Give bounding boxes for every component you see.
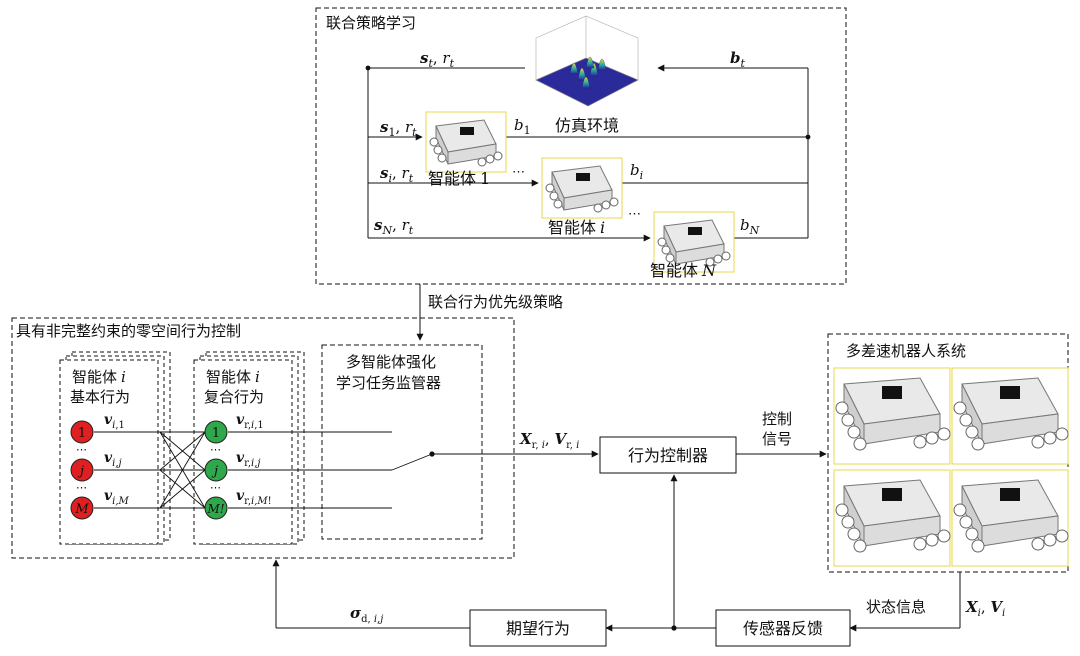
environment-label: 仿真环境 xyxy=(555,116,619,135)
robot-3 xyxy=(833,469,951,567)
policy-label: 联合行为优先级策略 xyxy=(428,293,563,311)
composite-title-2: 复合行为 xyxy=(204,388,264,406)
state-reward-top: st, rt xyxy=(420,49,455,70)
basic-node-M xyxy=(70,496,94,520)
state-reward-N: sN, rt xyxy=(374,216,414,237)
agent-1-robot xyxy=(425,111,507,173)
joint-learning-title: 联合策略学习 xyxy=(326,14,416,32)
supervisor-label-2: 学习任务监管器 xyxy=(336,374,441,392)
state-reward-i: si, rt xyxy=(380,164,414,185)
control-signal-1: 控制 xyxy=(762,410,792,428)
desired-behavior-box xyxy=(469,609,607,647)
svg-text:1: 1 xyxy=(78,426,86,441)
svg-text:⋯: ⋯ xyxy=(76,443,87,456)
behavior-connections xyxy=(94,431,433,509)
basic-node-1 xyxy=(70,420,94,444)
ellipsis-2: ⋯ xyxy=(628,207,641,222)
supervisor-label-1: 多智能体强化 xyxy=(346,353,436,371)
nullspace-box xyxy=(11,317,515,559)
svg-text:j: j xyxy=(211,464,218,479)
v-composite-M: vr,i,M! xyxy=(236,488,272,507)
robot-2 xyxy=(951,367,1069,465)
joint-learning-box xyxy=(315,7,847,285)
v-composite-j: vr,i,j xyxy=(236,450,261,469)
v-composite-1: vr,i,1 xyxy=(236,412,264,431)
desired-behavior-label: 期望行为 xyxy=(506,619,570,638)
b-1: b1 xyxy=(514,116,531,137)
control-signal-2: 信号 xyxy=(762,430,792,448)
robot-1 xyxy=(833,367,951,465)
svg-text:⋯: ⋯ xyxy=(210,481,221,494)
joint-action-b: bt xyxy=(730,49,746,70)
basic-title-2: 基本行为 xyxy=(70,388,130,406)
xi-vi-label: Xi, Vi xyxy=(965,598,1005,619)
robot-system-box xyxy=(827,333,1069,573)
composite-node-j xyxy=(204,458,228,482)
composite-node-M xyxy=(204,496,228,520)
behavior-controller-label: 行为控制器 xyxy=(628,446,708,465)
robot-4 xyxy=(951,469,1069,567)
v-basic-M: vi,M xyxy=(104,488,130,507)
behavior-controller-box xyxy=(599,436,737,474)
svg-text:1: 1 xyxy=(212,426,220,441)
composite-node-1 xyxy=(204,420,228,444)
b-i: bi xyxy=(630,161,643,182)
svg-text:j: j xyxy=(77,464,84,479)
svg-text:M!: M! xyxy=(206,502,224,516)
supervisor-box xyxy=(321,344,483,540)
svg-text:M: M xyxy=(74,502,89,517)
svg-text:⋯: ⋯ xyxy=(76,481,87,494)
agent-i-robot xyxy=(541,157,623,219)
robot-system-title: 多差速机器人系统 xyxy=(846,342,966,360)
simulation-environment-plot xyxy=(535,15,639,107)
state-info-label: 状态信息 xyxy=(866,598,926,616)
controller-input-label: Xr, i, Vr, i xyxy=(519,430,579,451)
v-basic-j: vi,j xyxy=(104,450,122,469)
nullspace-title: 具有非完整约束的零空间行为控制 xyxy=(16,322,241,340)
ellipsis-1: ⋯ xyxy=(512,165,525,180)
svg-text:⋯: ⋯ xyxy=(210,443,221,456)
basic-node-j xyxy=(70,458,94,482)
state-reward-1: s1, rt xyxy=(380,118,417,139)
sensor-feedback-label: 传感器反馈 xyxy=(743,619,823,638)
sigma-label: σd, i,j xyxy=(350,604,383,625)
v-basic-1: vi,1 xyxy=(104,412,125,431)
b-N: bN xyxy=(740,216,760,237)
